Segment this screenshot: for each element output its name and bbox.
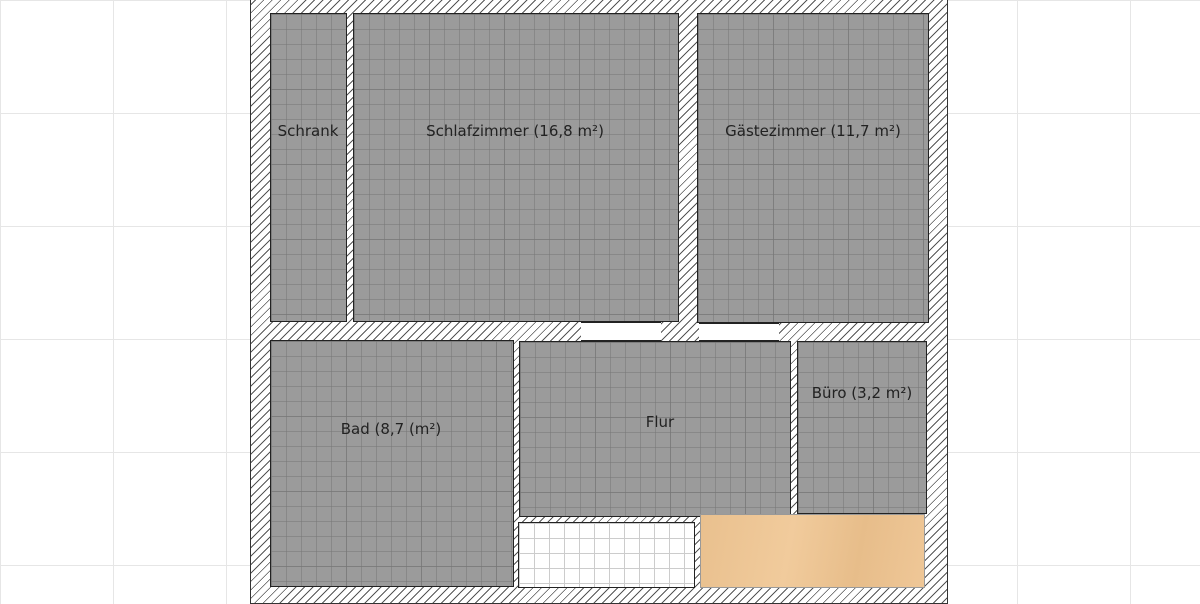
room-bad[interactable]: [270, 340, 514, 587]
door-opening-gaestezimmer[interactable]: [699, 323, 779, 341]
room-schrank[interactable]: [270, 13, 347, 322]
room-label-schlafzimmer: Schlafzimmer (16,8 m²): [426, 122, 604, 140]
room-label-schrank: Schrank: [277, 122, 339, 140]
room-schlafzimmer[interactable]: [353, 13, 679, 322]
door-opening-schlafzimmer[interactable]: [581, 322, 661, 341]
room-unlabeled-white[interactable]: [518, 522, 695, 588]
room-buero[interactable]: [797, 341, 927, 514]
room-label-bad: Bad (8,7 (m²): [340, 420, 442, 438]
room-label-buero: Büro (3,2 m²): [811, 384, 913, 402]
room-label-gaestezimmer: Gästezimmer (11,7 m²): [725, 122, 901, 140]
room-gaestezimmer[interactable]: [697, 13, 929, 323]
room-label-flur: Flur: [645, 413, 675, 431]
room-flur[interactable]: [519, 341, 791, 517]
room-unlabeled-wood[interactable]: [700, 514, 925, 588]
